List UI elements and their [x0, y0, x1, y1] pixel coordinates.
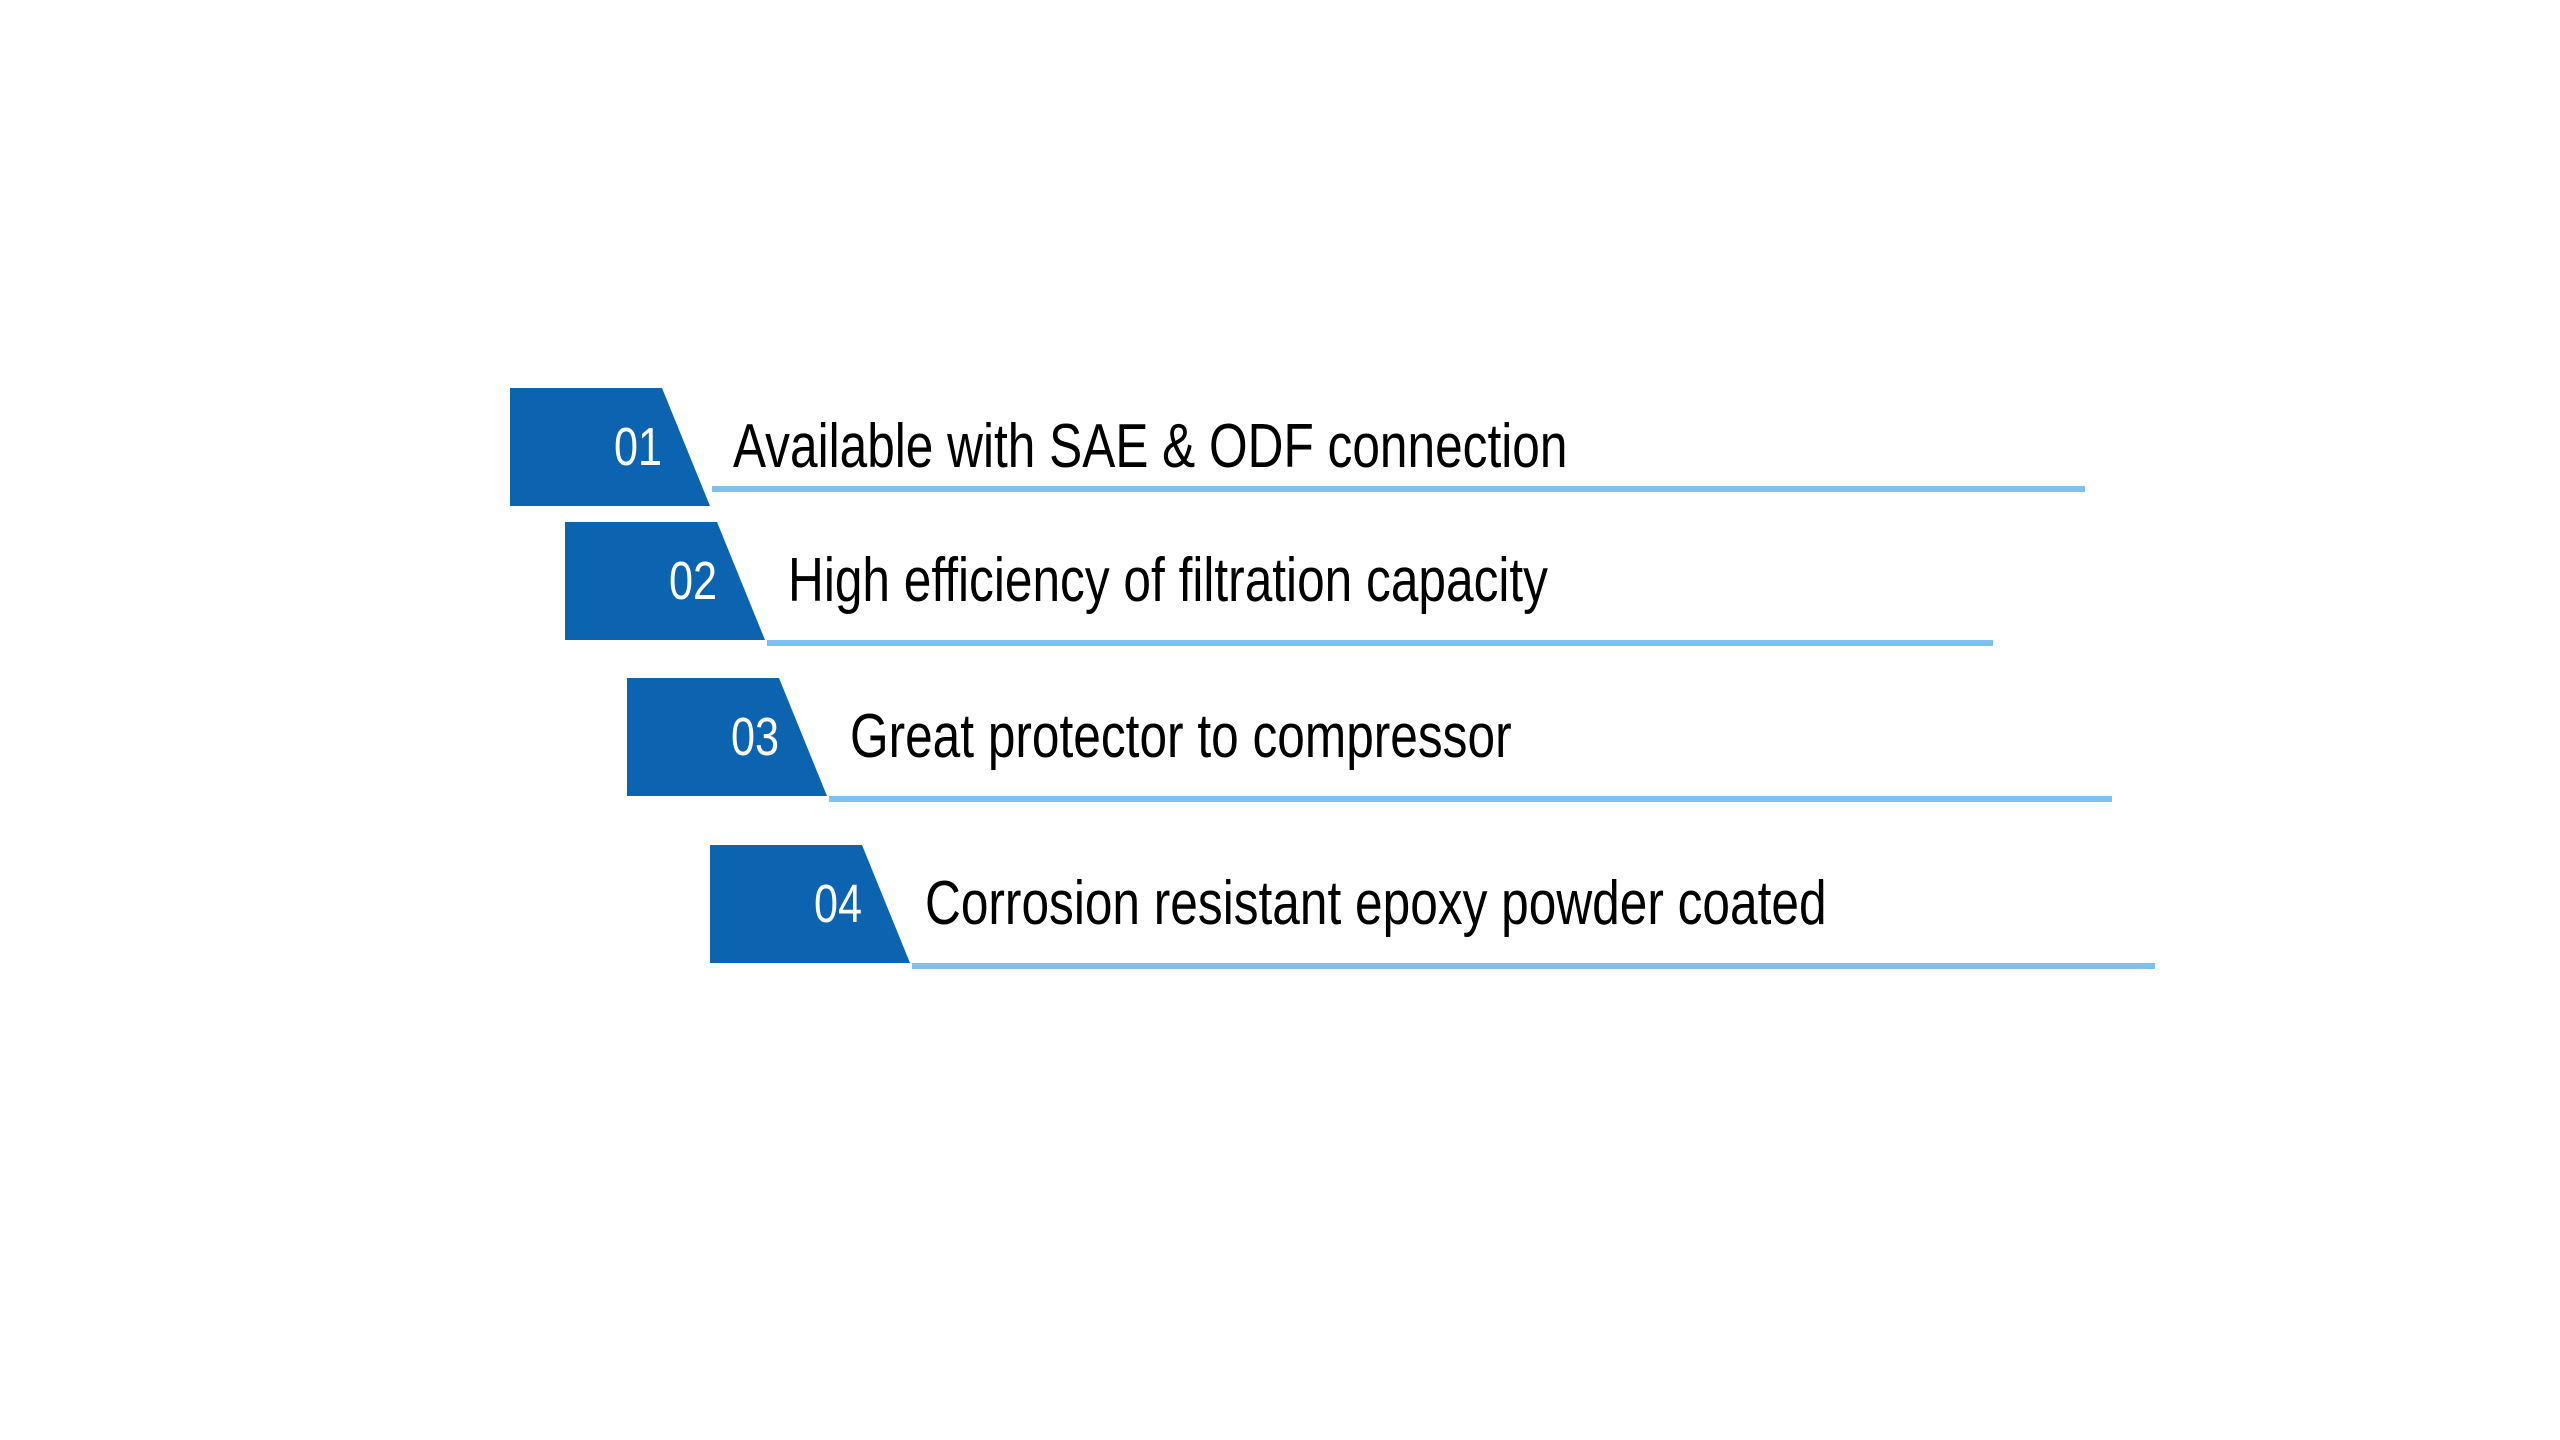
feature-row: 04 Corrosion resistant epoxy powder coate…: [710, 845, 2155, 975]
feature-underline: [767, 640, 1993, 646]
feature-caption: Great protector to compressor: [850, 702, 1512, 771]
feature-caption: Available with SAE & ODF connection: [733, 412, 1568, 481]
feature-number: 01: [613, 417, 662, 477]
feature-row: 03 Great protector to compressor: [627, 678, 2112, 808]
feature-row: 02 High efficiency of filtration capacity: [565, 522, 1993, 652]
feature-underline: [912, 963, 2155, 969]
feature-caption: High efficiency of filtration capacity: [788, 546, 1548, 615]
feature-underline: [712, 486, 2085, 492]
feature-number: 04: [813, 874, 862, 934]
feature-row: 01 Available with SAE & ODF connection: [510, 388, 2085, 518]
feature-caption: Corrosion resistant epoxy powder coated: [925, 869, 1827, 938]
feature-underline: [829, 796, 2112, 802]
feature-number: 02: [668, 551, 717, 611]
feature-number: 03: [730, 707, 779, 767]
